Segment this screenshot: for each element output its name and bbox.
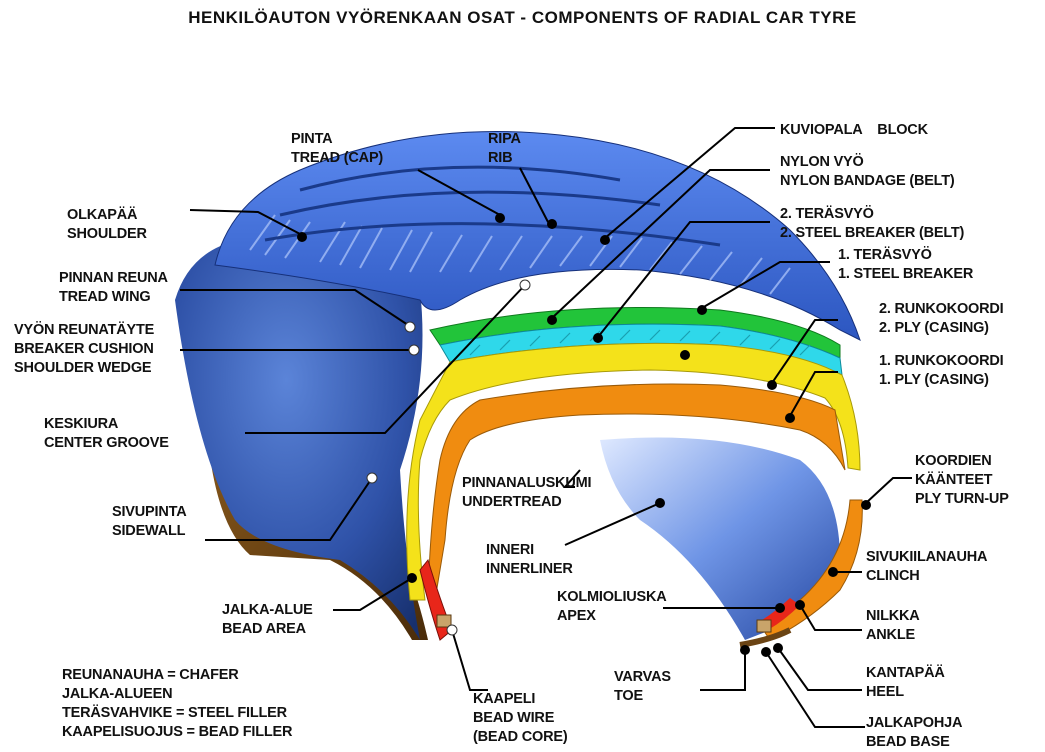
label-ply-turn-up: KOORDIEN KÄÄNTEET PLY TURN-UP: [915, 452, 1009, 509]
label-ply-casing-1: 1. RUNKOKOORDI 1. PLY (CASING): [879, 352, 1004, 390]
label-en: SHOULDER: [67, 225, 147, 244]
label-fi: KOORDIEN: [915, 452, 1009, 471]
label-en: INNERLINER: [486, 560, 573, 579]
label-rib: RIPA RIB: [488, 130, 521, 168]
label-steel-breaker-2: 2. TERÄSVYÖ 2. STEEL BREAKER (BELT): [780, 205, 964, 243]
label-fi: PINNAN REUNA: [59, 269, 168, 288]
label-en: PLY TURN-UP: [915, 490, 1009, 509]
label-fi: 1. RUNKOKOORDI: [879, 352, 1004, 371]
label-fi: SIVUPINTA: [112, 503, 186, 522]
label-en: BREAKER CUSHION: [14, 340, 154, 359]
sidewall: [175, 240, 423, 640]
label-bead-base: JALKAPOHJA BEAD BASE: [866, 714, 962, 752]
left-bead-core: [437, 615, 451, 627]
label-en: UNDERTREAD: [462, 493, 591, 512]
label-en: BEAD BASE: [866, 733, 962, 752]
label-en: 2. STEEL BREAKER (BELT): [780, 224, 964, 243]
label-en: 1. PLY (CASING): [879, 371, 1004, 390]
label-clinch: SIVUKIILANAUHA CLINCH: [866, 548, 987, 586]
label-en: CLINCH: [866, 567, 987, 586]
label-ply-casing-2: 2. RUNKOKOORDI 2. PLY (CASING): [879, 300, 1004, 338]
label-fi: KOLMIOLIUSKA: [557, 588, 667, 607]
legend-block: REUNANAUHA = CHAFER JALKA-ALUEEN TERÄSVA…: [62, 666, 292, 742]
label-innerliner: INNERI INNERLINER: [486, 541, 573, 579]
legend-line: KAAPELISUOJUS = BEAD FILLER: [62, 723, 292, 742]
label-en: ANKLE: [866, 626, 920, 645]
label-fi: 1. TERÄSVYÖ: [838, 246, 973, 265]
label-en: APEX: [557, 607, 667, 626]
label-fi: PINTA: [291, 130, 383, 149]
label-fi: VARVAS: [614, 668, 671, 687]
label-fi: KESKIURA: [44, 415, 169, 434]
label-breaker-cushion: VYÖN REUNATÄYTE BREAKER CUSHION SHOULDER…: [14, 321, 154, 378]
label-fi: OLKAPÄÄ: [67, 206, 147, 225]
label-bead-wire: KAAPELI BEAD WIRE (BEAD CORE): [473, 690, 567, 747]
label-fi: JALKA-ALUE: [222, 601, 313, 620]
legend-line: REUNANAUHA = CHAFER: [62, 666, 292, 685]
right-bead-core: [757, 620, 771, 632]
legend-line: TERÄSVAHVIKE = STEEL FILLER: [62, 704, 292, 723]
label-fi-en: KUVIOPALA BLOCK: [780, 121, 928, 140]
label-sidewall: SIVUPINTA SIDEWALL: [112, 503, 186, 541]
label-fi: KAAPELI: [473, 690, 567, 709]
label-fi: JALKAPOHJA: [866, 714, 962, 733]
label-ankle: NILKKA ANKLE: [866, 607, 920, 645]
label-apex: KOLMIOLIUSKA APEX: [557, 588, 667, 626]
label-heel: KANTAPÄÄ HEEL: [866, 664, 945, 702]
label-en: CENTER GROOVE: [44, 434, 169, 453]
label-en: HEEL: [866, 683, 945, 702]
label-en: TREAD (CAP): [291, 149, 383, 168]
label-fi: RIPA: [488, 130, 521, 149]
label-bead-area: JALKA-ALUE BEAD AREA: [222, 601, 313, 639]
label-fi: PINNANALUSKUMI: [462, 474, 591, 493]
label-fi-2: KÄÄNTEET: [915, 471, 1009, 490]
label-en: TREAD WING: [59, 288, 168, 307]
label-fi: VYÖN REUNATÄYTE: [14, 321, 154, 340]
label-toe: VARVAS TOE: [614, 668, 671, 706]
label-undertread: PINNANALUSKUMI UNDERTREAD: [462, 474, 591, 512]
label-shoulder: OLKAPÄÄ SHOULDER: [67, 206, 147, 244]
legend-line: JALKA-ALUEEN: [62, 685, 292, 704]
label-fi: NYLON VYÖ: [780, 153, 955, 172]
label-en: SIDEWALL: [112, 522, 186, 541]
label-en-2: (BEAD CORE): [473, 728, 567, 747]
label-en: NYLON BANDAGE (BELT): [780, 172, 955, 191]
label-en: TOE: [614, 687, 671, 706]
label-en: 2. PLY (CASING): [879, 319, 1004, 338]
label-tread-wing: PINNAN REUNA TREAD WING: [59, 269, 168, 307]
label-en: BEAD AREA: [222, 620, 313, 639]
label-en: BEAD WIRE: [473, 709, 567, 728]
label-steel-breaker-1: 1. TERÄSVYÖ 1. STEEL BREAKER: [838, 246, 973, 284]
label-en: 1. STEEL BREAKER: [838, 265, 973, 284]
label-center-groove: KESKIURA CENTER GROOVE: [44, 415, 169, 453]
label-fi: NILKKA: [866, 607, 920, 626]
label-en: RIB: [488, 149, 521, 168]
label-en-2: SHOULDER WEDGE: [14, 359, 154, 378]
label-fi: SIVUKIILANAUHA: [866, 548, 987, 567]
label-fi: 2. RUNKOKOORDI: [879, 300, 1004, 319]
label-tread-cap: PINTA TREAD (CAP): [291, 130, 383, 168]
label-fi: 2. TERÄSVYÖ: [780, 205, 964, 224]
label-fi: KANTAPÄÄ: [866, 664, 945, 683]
label-fi: INNERI: [486, 541, 573, 560]
label-nylon-bandage: NYLON VYÖ NYLON BANDAGE (BELT): [780, 153, 955, 191]
label-block: KUVIOPALA BLOCK: [780, 121, 928, 140]
